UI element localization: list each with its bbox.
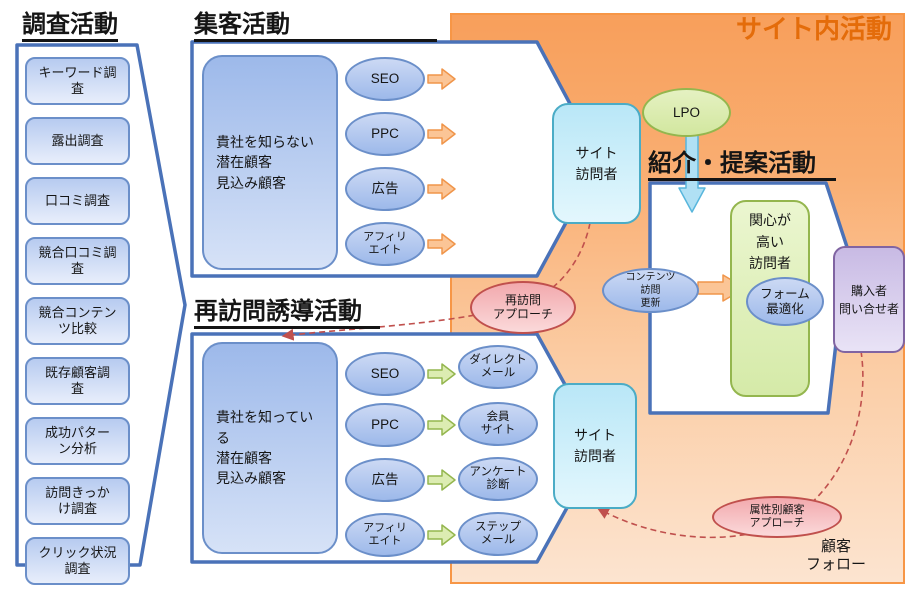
revisit-section-title: 再訪問誘導活動	[194, 299, 380, 330]
tactic-ellipse-direct-mail: ダイレクト メール	[458, 345, 538, 389]
attribute-approach-ellipse: 属性別顧客 アプローチ	[712, 496, 842, 538]
revisit-audience-box: 貴社を知ってい る 潜在顧客 見込み顧客	[202, 342, 338, 554]
flow-arrow-icon	[427, 524, 456, 546]
attract-audience-box: 貴社を知らない 潜在顧客 見込み顧客	[202, 55, 338, 270]
buyer-inquirer-box: 購入者 問い合せ者	[833, 246, 905, 353]
tactic-ellipse-member-site: 会員 サイト	[458, 402, 538, 446]
research-item: 既存顧客調 査	[25, 357, 130, 405]
channel-ellipse-ad: 広告	[345, 167, 425, 211]
channel-ellipse-affiliate: アフィリ エイト	[345, 513, 425, 557]
flow-arrow-icon	[427, 123, 456, 145]
revisit-approach-ellipse: 再訪問 アプローチ	[470, 281, 576, 334]
channel-ellipse-ad: 広告	[345, 458, 425, 502]
lpo-down-arrow-icon	[678, 129, 706, 213]
content-update-ellipse: コンテンツ 訪問 更新	[602, 268, 699, 313]
channel-ellipse-ppc: PPC	[345, 403, 425, 447]
research-item: キーワード調 査	[25, 57, 130, 105]
research-item: 成功パター ン分析	[25, 417, 130, 465]
flow-arrow-icon	[427, 363, 456, 385]
customer-follow-label: 顧客 フォロー	[805, 538, 866, 573]
tactic-ellipse-step-mail: ステップ メール	[458, 512, 538, 556]
flow-arrow-icon	[427, 414, 456, 436]
research-item-list: キーワード調 査 露出調査 口コミ調査 競合口コミ調 査 競合コンテン ツ比較 …	[25, 57, 130, 585]
site-visitor-box-bottom: サイト 訪問者	[553, 383, 637, 509]
research-item: 訪問きっか け調査	[25, 477, 130, 525]
flow-arrow-icon	[427, 233, 456, 255]
research-item: 競合口コミ調 査	[25, 237, 130, 285]
research-item: 露出調査	[25, 117, 130, 165]
channel-ellipse-seo: SEO	[345, 352, 425, 396]
flow-arrow-icon	[427, 469, 456, 491]
attract-section-title: 集客活動	[194, 12, 437, 43]
proposal-section-title: 紹介・提案活動	[648, 151, 836, 182]
lpo-ellipse: LPO	[642, 88, 731, 137]
channel-ellipse-affiliate: アフィリ エイト	[345, 222, 425, 266]
form-optimization-ellipse: フォーム 最適化	[746, 277, 824, 326]
research-section-title: 調査活動	[22, 12, 118, 43]
tactic-ellipse-survey: アンケート 診断	[458, 457, 538, 501]
site-visitor-box-top: サイト 訪問者	[552, 103, 641, 224]
research-item: クリック状況 調査	[25, 537, 130, 585]
research-item: 口コミ調査	[25, 177, 130, 225]
onsite-region-title: サイト内活動	[735, 14, 892, 44]
flow-arrow-icon	[427, 178, 456, 200]
channel-ellipse-seo: SEO	[345, 57, 425, 101]
research-item: 競合コンテン ツ比較	[25, 297, 130, 345]
flow-arrow-icon	[427, 68, 456, 90]
channel-ellipse-ppc: PPC	[345, 112, 425, 156]
